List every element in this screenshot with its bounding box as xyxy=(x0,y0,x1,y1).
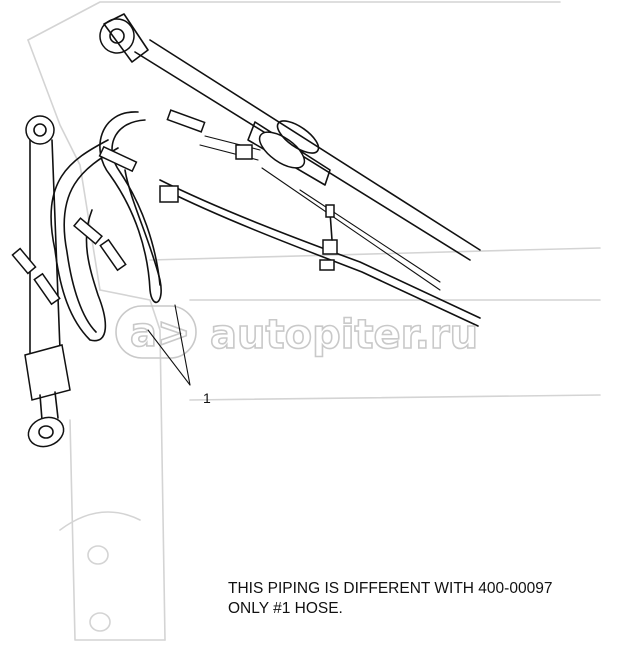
watermark-logo: a> autopiter.ru xyxy=(115,305,479,359)
note-line: THIS PIPING IS DIFFERENT WITH 400-00097 xyxy=(228,580,553,597)
boom-cylinder xyxy=(24,115,71,448)
callout-1: 1 xyxy=(147,304,211,406)
note-line: ONLY #1 HOSE. xyxy=(228,600,343,617)
watermark-logo-symbol: a> xyxy=(130,310,191,356)
hose-fittings xyxy=(11,109,338,306)
watermark-text: autopiter.ru xyxy=(210,312,478,358)
callout-label: 1 xyxy=(203,390,211,406)
diagram-note: THIS PIPING IS DIFFERENT WITH 400-00097 … xyxy=(228,579,552,619)
arm-cylinder xyxy=(99,13,481,291)
boom-outline xyxy=(27,1,601,641)
